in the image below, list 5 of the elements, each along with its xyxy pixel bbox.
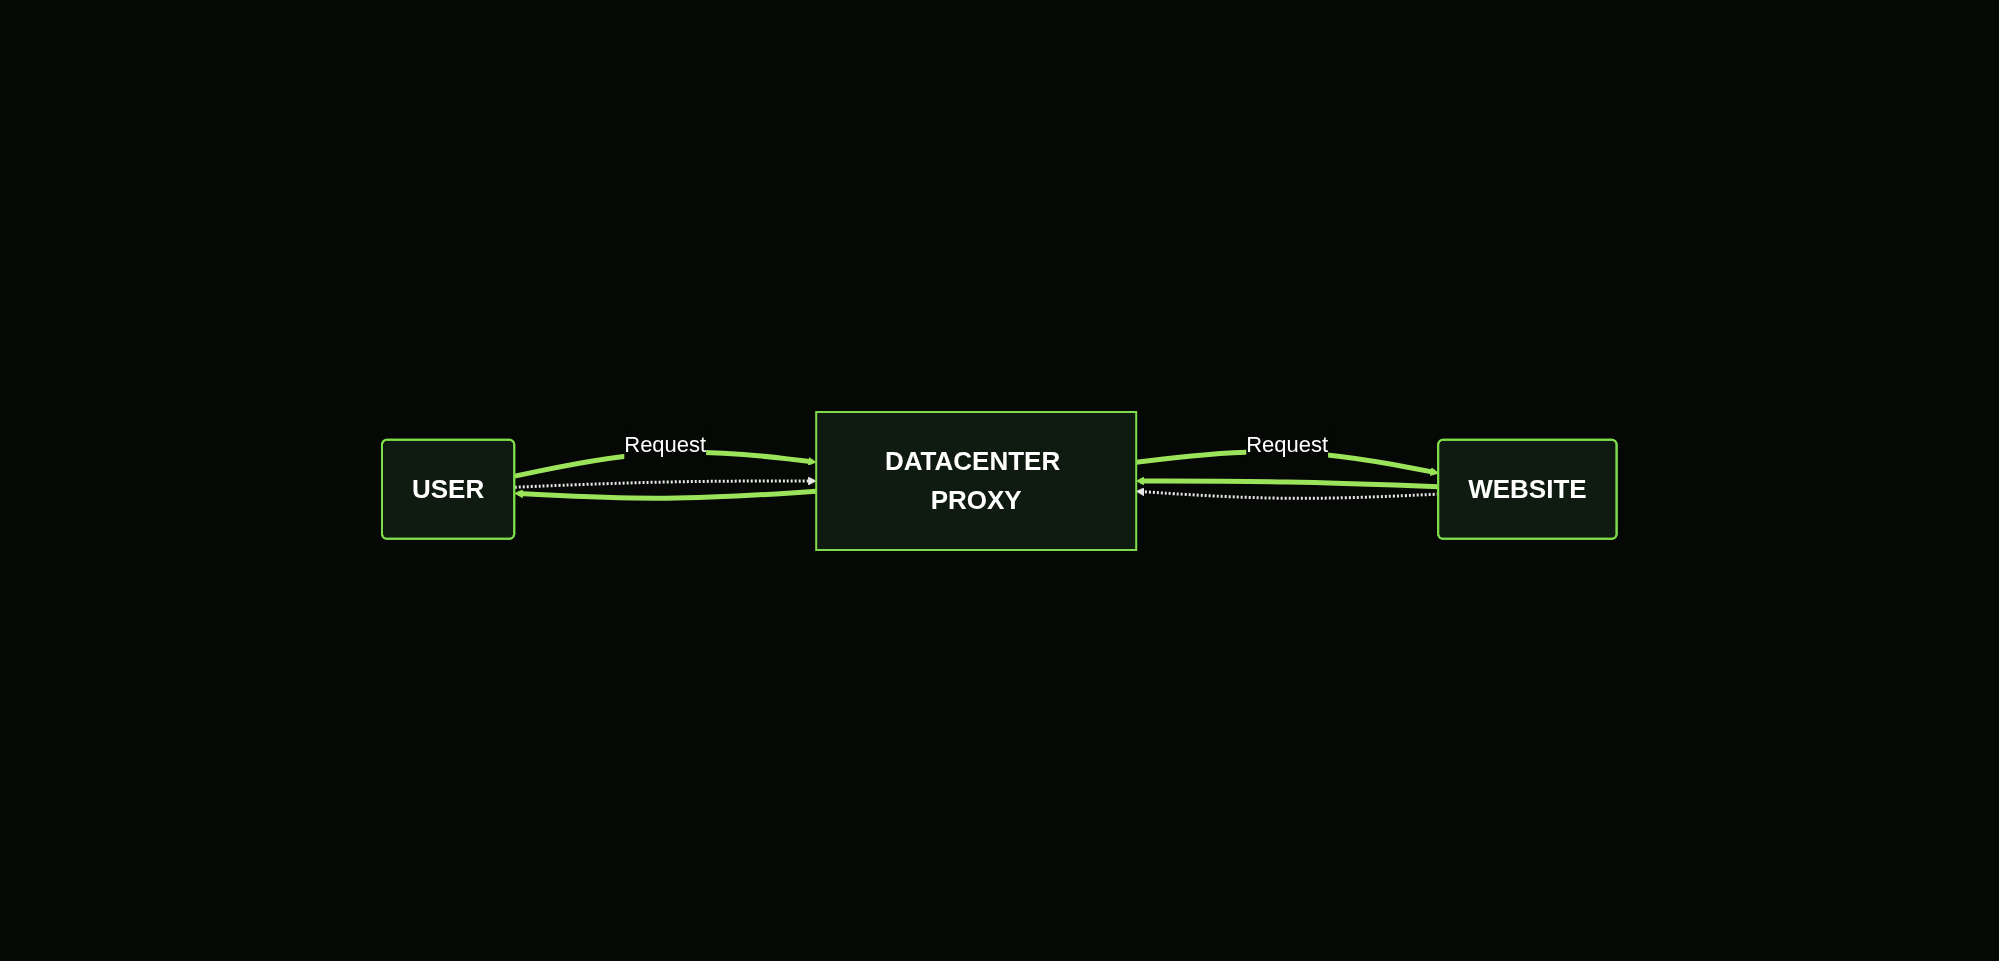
node-box: DATACENTER PROXY [815,410,1138,551]
arrow [1136,476,1439,489]
edge-label: Request [1246,431,1329,457]
edge-label: Request [624,431,707,457]
arrow [514,488,817,501]
